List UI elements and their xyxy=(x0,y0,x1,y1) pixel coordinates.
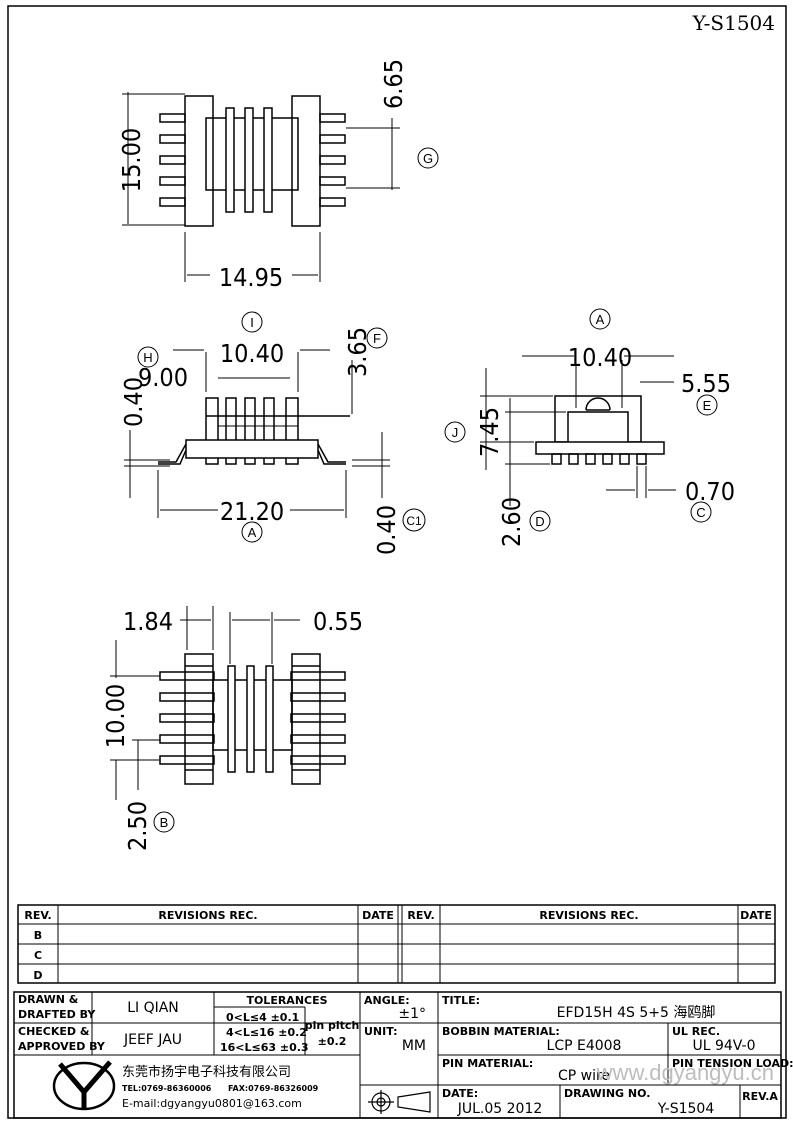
company-fax: FAX:0769-86326009 xyxy=(228,1084,319,1093)
title-value: EFD15H 4S 5+5 海鸥脚 xyxy=(557,1004,716,1021)
pin-material-label: PIN MATERIAL: xyxy=(442,1057,533,1070)
bottom-pin-width-dim: 1.84 xyxy=(123,607,173,636)
watermark: www.dgyangyu.cn xyxy=(596,1060,774,1085)
side-offset-dim: 5.55 xyxy=(681,369,731,398)
svg-text:E: E xyxy=(703,398,712,413)
svg-text:A: A xyxy=(596,312,605,327)
side-view xyxy=(480,355,676,506)
company-email: E-mail:dgyangyu0801@163.com xyxy=(122,1097,302,1110)
ul-value: UL 94V-0 xyxy=(692,1038,755,1054)
callout-e: E xyxy=(696,394,718,416)
drawn-label-2: DRAFTED BY xyxy=(18,1008,96,1021)
tolerance-row-2: 4<L≤16 ±0.2 xyxy=(226,1026,307,1039)
unit-value: MM xyxy=(402,1038,426,1054)
revisions-header-right: REVISIONS REC. xyxy=(539,909,638,922)
callout-f: F xyxy=(366,327,388,349)
callout-i: I xyxy=(241,311,263,333)
bottom-pin-dia-dim: 0.55 xyxy=(313,607,363,636)
angle-label: ANGLE: xyxy=(364,994,410,1007)
tolerance-row-3: 16<L≤63 ±0.3 xyxy=(220,1041,309,1054)
rev-header-left: REV. xyxy=(24,909,51,922)
callout-h: H xyxy=(137,346,159,368)
drawn-label-1: DRAWN & xyxy=(18,993,79,1006)
drawn-value: LI QIAN xyxy=(127,1000,179,1016)
tolerances-label: TOLERANCES xyxy=(246,994,327,1007)
ul-label: UL REC. xyxy=(672,1025,720,1038)
bottom-span-dim: 10.00 xyxy=(101,684,130,748)
checked-label-1: CHECKED & xyxy=(18,1025,90,1038)
checked-label-2: APPROVED BY xyxy=(18,1040,106,1053)
callout-a-side: A xyxy=(589,308,611,330)
company-name: 东莞市扬宇电子科技有限公司 xyxy=(122,1064,291,1080)
side-standoff-dim: 2.60 xyxy=(497,497,526,547)
front-core-dim: 9.00 xyxy=(138,363,188,392)
tolerance-row-1: 0<L≤4 ±0.1 xyxy=(226,1011,299,1024)
side-height-dim: 7.45 xyxy=(475,407,504,457)
bottom-view xyxy=(110,606,346,800)
unit-label: UNIT: xyxy=(364,1025,398,1038)
rev-row-d: D xyxy=(33,969,42,982)
revisions-header-left: REVISIONS REC. xyxy=(158,909,257,922)
top-pitch-dim: 6.65 xyxy=(379,59,408,109)
rev-header-right: REV. xyxy=(407,909,434,922)
svg-text:C: C xyxy=(696,505,705,520)
svg-text:D: D xyxy=(535,514,544,529)
rev-label: REV.A xyxy=(742,1090,778,1103)
company-tel: TEL:0769-86360006 xyxy=(122,1084,212,1093)
pin-tension-label: PIN TENSION LOAD: xyxy=(672,1057,793,1070)
revisions-table xyxy=(17,904,776,984)
top-height-dim: 15.00 xyxy=(117,128,146,192)
callout-a-front: A xyxy=(241,521,263,543)
svg-text:J: J xyxy=(452,425,459,440)
date-label: DATE: xyxy=(442,1087,478,1100)
top-width-dim: 14.95 xyxy=(219,263,283,292)
front-thickness-dim: 0.40 xyxy=(372,505,401,555)
side-pin-width-dim: 0.70 xyxy=(685,477,735,506)
bobbin-value: LCP E4008 xyxy=(547,1038,622,1054)
svg-text:A: A xyxy=(248,525,257,540)
pin-material-value: CP wire xyxy=(558,1068,610,1084)
callout-c1: C1 xyxy=(402,508,426,532)
callout-g: G xyxy=(417,147,439,169)
callout-c: C xyxy=(690,501,712,523)
rev-row-b: B xyxy=(34,929,42,942)
date-value: JUL.05 2012 xyxy=(457,1101,543,1117)
front-foot-dim: 0.40 xyxy=(119,377,148,427)
front-inner-dim: 10.40 xyxy=(220,339,284,368)
projection-symbol-icon xyxy=(368,1090,431,1114)
svg-text:G: G xyxy=(423,151,433,166)
front-overall-dim: 21.20 xyxy=(220,497,284,526)
callout-b: B xyxy=(153,811,175,833)
pin-pitch-label: pin pitch xyxy=(305,1019,360,1032)
title-block xyxy=(13,991,782,1119)
bottom-pitch-dim: 2.50 xyxy=(123,801,152,851)
svg-text:H: H xyxy=(143,350,152,365)
front-view xyxy=(124,349,390,518)
title-label: TITLE: xyxy=(442,994,480,1007)
callout-d: D xyxy=(529,510,551,532)
side-width-dim: 10.40 xyxy=(568,343,632,372)
svg-text:B: B xyxy=(160,815,169,830)
top-view xyxy=(122,92,400,282)
drawing-no-value: Y-S1504 xyxy=(657,1101,715,1117)
svg-text:F: F xyxy=(373,331,381,346)
date-header-right: DATE xyxy=(740,909,772,922)
svg-text:I: I xyxy=(250,315,254,330)
angle-value: ±1° xyxy=(398,1006,426,1022)
checked-value: JEEF JAU xyxy=(123,1032,182,1048)
company-logo-icon xyxy=(52,1060,116,1111)
drawing-id: Y-S1504 xyxy=(692,11,775,35)
callout-j: J xyxy=(444,421,466,443)
rev-row-c: C xyxy=(34,949,42,962)
svg-text:C1: C1 xyxy=(406,514,422,528)
drawing-no-label: DRAWING NO. xyxy=(564,1087,650,1100)
bobbin-label: BOBBIN MATERIAL: xyxy=(442,1025,560,1038)
date-header-left: DATE xyxy=(362,909,394,922)
pin-pitch-value: ±0.2 xyxy=(318,1035,347,1048)
